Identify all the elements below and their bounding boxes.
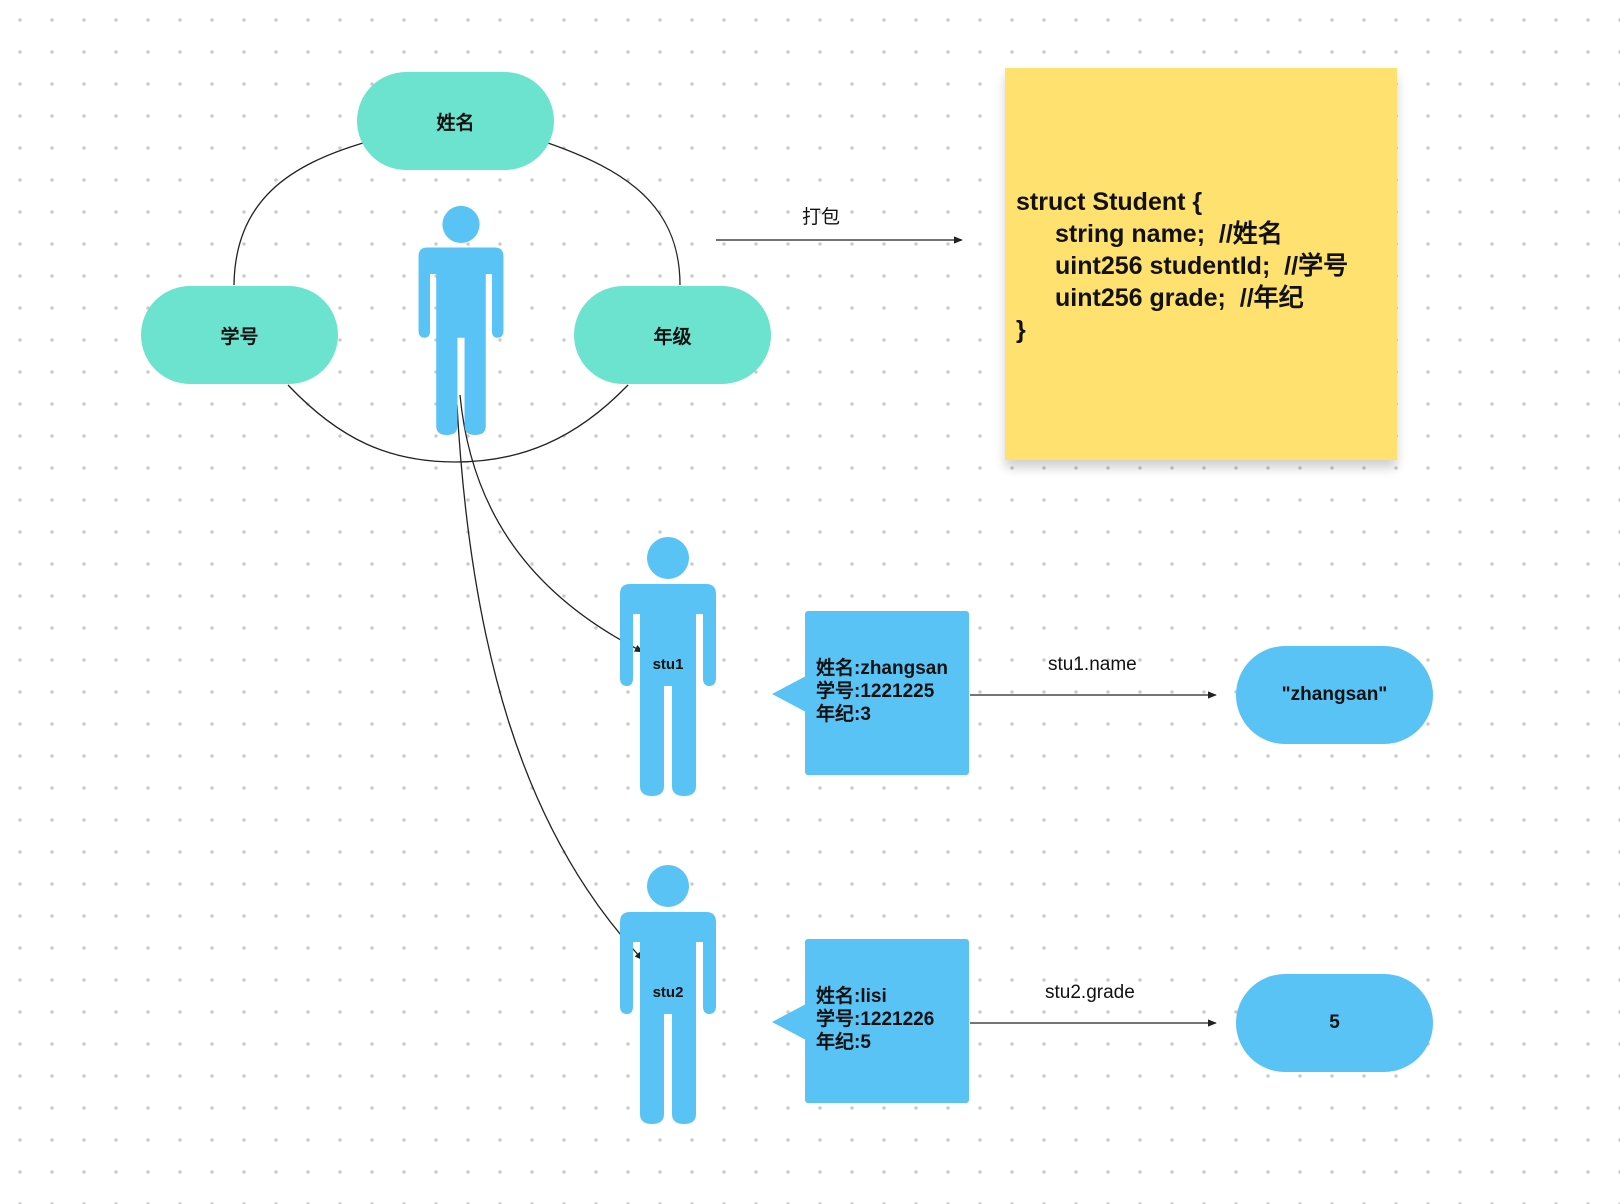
- link-name-to-grade: [547, 142, 681, 286]
- struct-line-5: }: [1016, 316, 1026, 344]
- struct-sticky-note: struct Student { string name; //姓名 uint2…: [1005, 68, 1397, 460]
- student-1-info-name: 姓名:zhangsan: [816, 658, 948, 679]
- student-2-result-value: 5: [1329, 1012, 1340, 1033]
- student-2-access-label: stu2.grade: [1045, 982, 1135, 1003]
- field-name-pill: 姓名: [357, 72, 554, 170]
- field-student-id-pill: 学号: [141, 286, 338, 384]
- struct-line-3: uint256 studentId; //学号: [1055, 252, 1349, 280]
- student-1-callout-tail: [772, 676, 806, 712]
- student-2-info-id: 学号:1221226: [816, 1009, 935, 1030]
- field-name-label: 姓名: [436, 112, 475, 134]
- struct-line-4: uint256 grade; //年纪: [1055, 284, 1304, 312]
- student-1-result-pill: "zhangsan": [1236, 646, 1433, 744]
- student-1-info-id: 学号:1221225: [816, 681, 935, 702]
- struct-line-1: struct Student {: [1016, 188, 1203, 216]
- student-1-result-value: "zhangsan": [1281, 684, 1388, 705]
- student-2-info-grade: 年纪:5: [816, 1032, 871, 1053]
- student-1-info-callout: 姓名:zhangsan 学号:1221225 年纪:3: [805, 611, 969, 775]
- student-2-result-pill: 5: [1236, 974, 1433, 1072]
- struct-line-2: string name; //姓名: [1055, 220, 1283, 248]
- student-2-info-callout: 姓名:lisi 学号:1221226 年纪:5: [805, 939, 969, 1103]
- student-2-info-name: 姓名:lisi: [816, 986, 887, 1007]
- pack-label: 打包: [802, 207, 841, 228]
- student-2-label: stu2: [652, 984, 684, 1001]
- field-student-id-label: 学号: [220, 326, 259, 348]
- field-grade-pill: 年级: [574, 286, 771, 384]
- student-1-access-label: stu1.name: [1048, 654, 1137, 675]
- instance-arrow-stu2: [456, 404, 644, 961]
- link-name-to-id: [233, 142, 364, 286]
- student-1-info-grade: 年纪:3: [816, 704, 871, 725]
- field-grade-label: 年级: [653, 326, 692, 348]
- instance-arrow-stu1: [459, 394, 644, 653]
- student-2-callout-tail: [772, 1004, 806, 1040]
- student-1-label: stu1: [652, 656, 684, 673]
- link-bottom-arc: [287, 384, 629, 463]
